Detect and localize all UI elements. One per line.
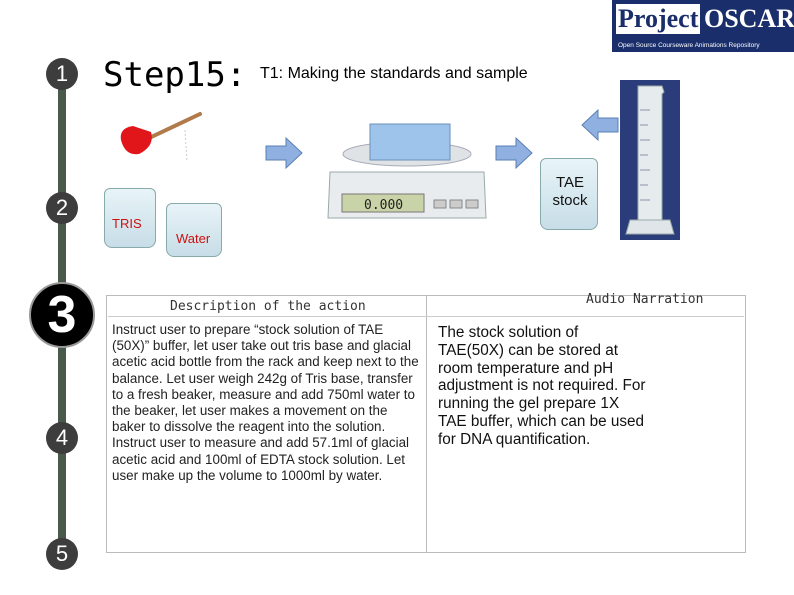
measuring-cylinder-icon[interactable] (620, 80, 680, 240)
balance-display: 0.000 (364, 198, 404, 213)
step-1-badge[interactable]: 1 (46, 58, 78, 90)
tae-stock-label: TAE stock (552, 174, 588, 209)
arrow-left-icon (581, 108, 619, 142)
water-beaker[interactable] (166, 203, 222, 257)
arrow-right-icon (265, 136, 303, 170)
logo-word-oscar: OSCAR (704, 4, 794, 33)
step-title: Step15: (103, 55, 247, 95)
tris-label: TRIS (112, 216, 142, 231)
step-4-badge[interactable]: 4 (46, 422, 78, 454)
narration-heading: Audio Narration (586, 292, 704, 307)
water-label: Water (176, 231, 211, 246)
description-heading: Description of the action (170, 299, 366, 314)
arrow-right-icon-2 (495, 136, 533, 170)
description-text: Instruct user to prepare “stock solution… (112, 322, 419, 483)
logo-word-project: Project (616, 4, 701, 34)
step-3-badge-current[interactable]: 3 (29, 282, 95, 348)
step-subtitle: T1: Making the standards and sample (260, 65, 528, 82)
project-oscar-logo: Project OSCAR Open Source Courseware Ani… (612, 0, 794, 52)
spatula-icon[interactable] (115, 110, 205, 170)
step-2-badge[interactable]: 2 (46, 192, 78, 224)
panel-head-divider (108, 316, 744, 317)
weighing-balance[interactable] (322, 120, 492, 230)
tris-beaker[interactable] (104, 188, 156, 248)
logo-tagline: Open Source Courseware Animations Reposi… (618, 42, 760, 49)
panel-divider (426, 295, 427, 553)
tae-stock-beaker[interactable] (540, 158, 598, 230)
narration-text: The stock solution of TAE(50X) can be st… (438, 324, 646, 448)
step-5-badge[interactable]: 5 (46, 538, 78, 570)
